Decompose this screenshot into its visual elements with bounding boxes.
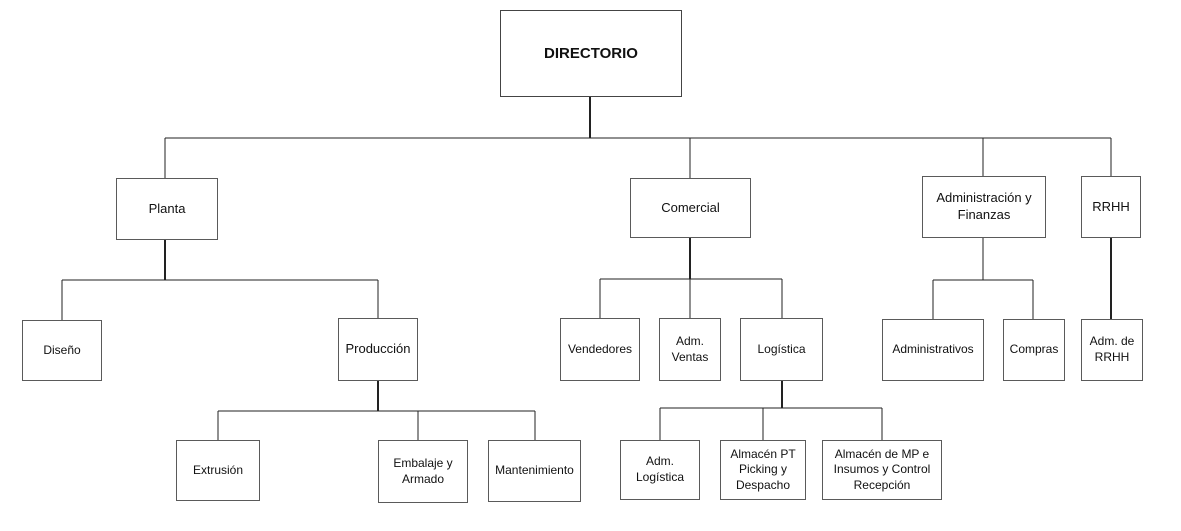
node-administrativos: Administrativos [882,319,984,381]
node-vendedores: Vendedores [560,318,640,381]
node-produccion: Producción [338,318,418,381]
node-compras: Compras [1003,319,1065,381]
node-directorio: DIRECTORIO [500,10,682,97]
node-logistica: Logística [740,318,823,381]
node-diseno: Diseño [22,320,102,381]
node-planta: Planta [116,178,218,240]
node-almacen-pt: Almacén PT Picking y Despacho [720,440,806,500]
node-adm-logistica: Adm. Logística [620,440,700,500]
node-adm-ventas: Adm. Ventas [659,318,721,381]
node-embalaje-armado: Embalaje y Armado [378,440,468,503]
node-comercial: Comercial [630,178,751,238]
node-extrusion: Extrusión [176,440,260,501]
node-mantenimiento: Mantenimiento [488,440,581,502]
node-administracion-finanzas: Administración y Finanzas [922,176,1046,238]
node-adm-rrhh: Adm. de RRHH [1081,319,1143,381]
node-rrhh: RRHH [1081,176,1141,238]
node-almacen-mp: Almacén de MP e Insumos y Control Recepc… [822,440,942,500]
